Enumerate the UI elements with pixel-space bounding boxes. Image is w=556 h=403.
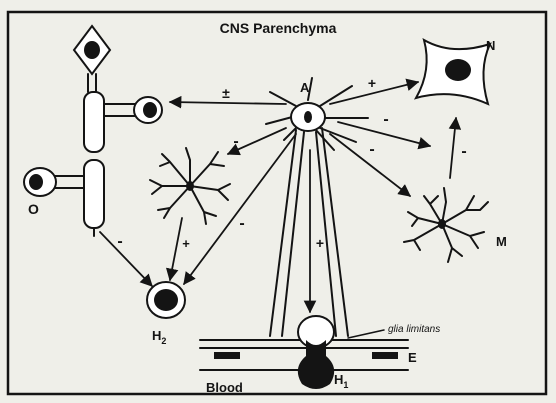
label-h1: H1 bbox=[334, 372, 348, 390]
sign-to-microglia-upper: - bbox=[383, 111, 388, 128]
arrow-astrocyte-to-oligodendrocyte bbox=[170, 102, 286, 104]
label-h2: H2 bbox=[152, 328, 166, 346]
sign-to-glia-star: - bbox=[233, 133, 238, 150]
label-h1-main: H bbox=[334, 372, 343, 387]
sign-to-h2: - bbox=[239, 215, 244, 232]
arrow-microglia-to-neuron bbox=[450, 118, 456, 178]
astrocyte bbox=[266, 78, 368, 336]
label-h2-sub: 2 bbox=[161, 336, 166, 346]
label-microglia: M bbox=[496, 234, 507, 249]
sign-oligodendrocyte-to-h2: - bbox=[117, 233, 122, 250]
sign-to-neuron: + bbox=[368, 75, 376, 91]
label-glia-limitans: glia limitans bbox=[388, 324, 440, 335]
sign-microglia-to-neuron: - bbox=[461, 143, 466, 160]
glia-star-nucleus bbox=[186, 181, 194, 191]
label-h2-main: H bbox=[152, 328, 161, 343]
label-endothelium: E bbox=[408, 350, 417, 365]
oligodendrocyte bbox=[24, 26, 162, 236]
neuron-nucleus bbox=[445, 59, 471, 81]
diagram-title: CNS Parenchyma bbox=[220, 20, 337, 36]
microglia-nucleus bbox=[438, 219, 446, 229]
myelin-sheath-lower bbox=[84, 160, 104, 228]
microglia bbox=[404, 188, 488, 262]
blood-vessel bbox=[200, 316, 408, 389]
sign-glia-star-to-h2: + bbox=[182, 236, 190, 251]
glia-limitans-pointer bbox=[348, 330, 384, 338]
sign-to-oligodendrocyte: ± bbox=[222, 85, 230, 101]
endothelial-cell-left bbox=[214, 352, 240, 359]
label-h1-sub: 1 bbox=[343, 380, 348, 390]
oligodendrocyte-nucleus bbox=[84, 41, 100, 59]
sign-to-h1: + bbox=[316, 235, 324, 251]
label-oligodendrocyte: O bbox=[28, 201, 39, 217]
myelin-sheath-upper bbox=[84, 92, 104, 152]
neuron bbox=[416, 40, 490, 104]
arrow-oligodendrocyte-to-h2 bbox=[100, 232, 152, 286]
arrow-glia-star-to-h2 bbox=[170, 218, 182, 280]
label-blood: Blood bbox=[206, 380, 243, 395]
sign-to-microglia-lower: - bbox=[369, 141, 374, 158]
h1-upper-bulb bbox=[298, 316, 334, 348]
astrocyte-endfoot-right bbox=[316, 128, 348, 336]
astrocyte-nucleus bbox=[304, 111, 312, 123]
label-astrocyte: A bbox=[300, 80, 310, 95]
label-neuron: N bbox=[486, 38, 495, 53]
h2-cell bbox=[147, 282, 185, 318]
endothelial-cell-right bbox=[372, 352, 398, 359]
glia-star bbox=[150, 148, 230, 224]
h2-nucleus bbox=[154, 289, 178, 311]
